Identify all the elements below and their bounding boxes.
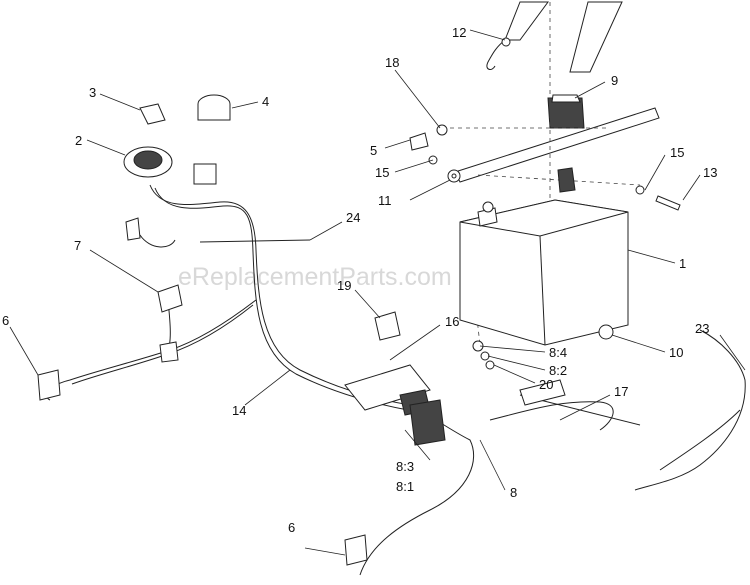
connectors [37,284,368,566]
callout-4: 4 [262,94,269,109]
callout-19: 19 [337,278,351,293]
callout-5: 5 [370,143,377,158]
leader-lines [9,29,746,556]
callout-14: 14 [232,403,246,418]
callout-1: 1 [679,256,686,271]
callout-8-3: 8:3 [396,459,414,474]
callout-12: 12 [452,25,466,40]
callout-11: 11 [378,193,392,208]
callout-15-right: 15 [670,145,684,160]
callout-6-left: 6 [2,313,9,328]
callout-labels: 3 2 4 7 6 24 19 16 12 18 9 5 15 11 15 13… [2,25,717,535]
battery-cable [447,107,660,183]
callout-6-bottom: 6 [288,520,295,535]
ignition-parts [123,94,231,241]
callout-8-1: 8:1 [396,479,414,494]
callout-8-4: 8:4 [549,345,567,360]
watermark-text: eReplacementParts.com [178,263,452,291]
callout-9: 9 [611,73,618,88]
callout-13: 13 [703,165,717,180]
callout-20: 20 [539,377,553,392]
battery-strap [486,1,623,73]
callout-7: 7 [74,238,81,253]
callout-8: 8 [510,485,517,500]
callout-24: 24 [346,210,360,225]
callout-17: 17 [614,384,628,399]
callout-23: 23 [695,321,709,336]
battery-boot [547,94,585,129]
solenoid-assembly [344,311,566,446]
callout-10: 10 [669,345,683,360]
battery [459,167,629,346]
callout-2: 2 [75,133,82,148]
callout-18: 18 [385,55,399,70]
callout-3: 3 [89,85,96,100]
callout-15-left: 15 [375,165,389,180]
callout-8-2: 8:2 [549,363,567,378]
callout-16: 16 [445,314,459,329]
